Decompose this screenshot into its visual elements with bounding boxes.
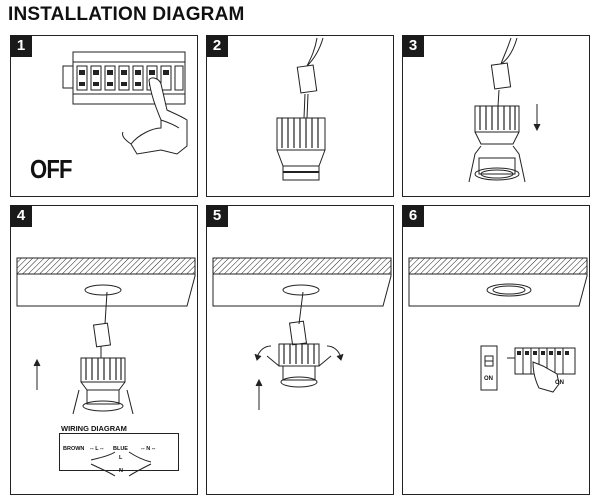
step-3-number: 3: [402, 35, 424, 57]
step-4-panel: 4: [10, 205, 198, 495]
downlight-insert-illustration: [468, 37, 541, 183]
wire-l-dash-label: -- L --: [90, 446, 104, 452]
wire-brown-label: BROWN: [63, 446, 85, 452]
step-5-panel: 5: [206, 205, 394, 495]
page-title: INSTALLATION DIAGRAM: [8, 4, 245, 25]
power-off-label: OFF: [30, 154, 73, 184]
step-1-number: 1: [10, 35, 32, 57]
switch-on-label: ON: [484, 376, 493, 382]
step-3-panel: 3: [402, 35, 590, 197]
installed-power-on-illustration: [408, 257, 588, 393]
step-2-panel: 2: [206, 35, 394, 197]
breaker-panel-illustration: [62, 51, 188, 155]
ceiling-insert-illustration: [212, 257, 392, 410]
step-6-panel: 6 ON: [402, 205, 590, 495]
wiring-diagram-title: WIRING DIAGRAM: [61, 424, 127, 433]
downlight-driver-illustration: [276, 37, 326, 181]
step-6-number: 6: [402, 205, 424, 227]
wiring-diagram-box: [59, 433, 179, 471]
step-5-number: 5: [206, 205, 228, 227]
step-4-number: 4: [10, 205, 32, 227]
ceiling-connect-illustration: [16, 257, 196, 477]
step-2-number: 2: [206, 35, 228, 57]
wire-n-dash-label: -- N --: [141, 446, 156, 452]
wire-blue-label: BLUE: [113, 446, 128, 452]
wire-n-label: N: [119, 468, 123, 474]
wire-l-label: L: [119, 455, 123, 461]
breaker-on-label: ON: [555, 380, 564, 386]
step-1-panel: 1: [10, 35, 198, 197]
